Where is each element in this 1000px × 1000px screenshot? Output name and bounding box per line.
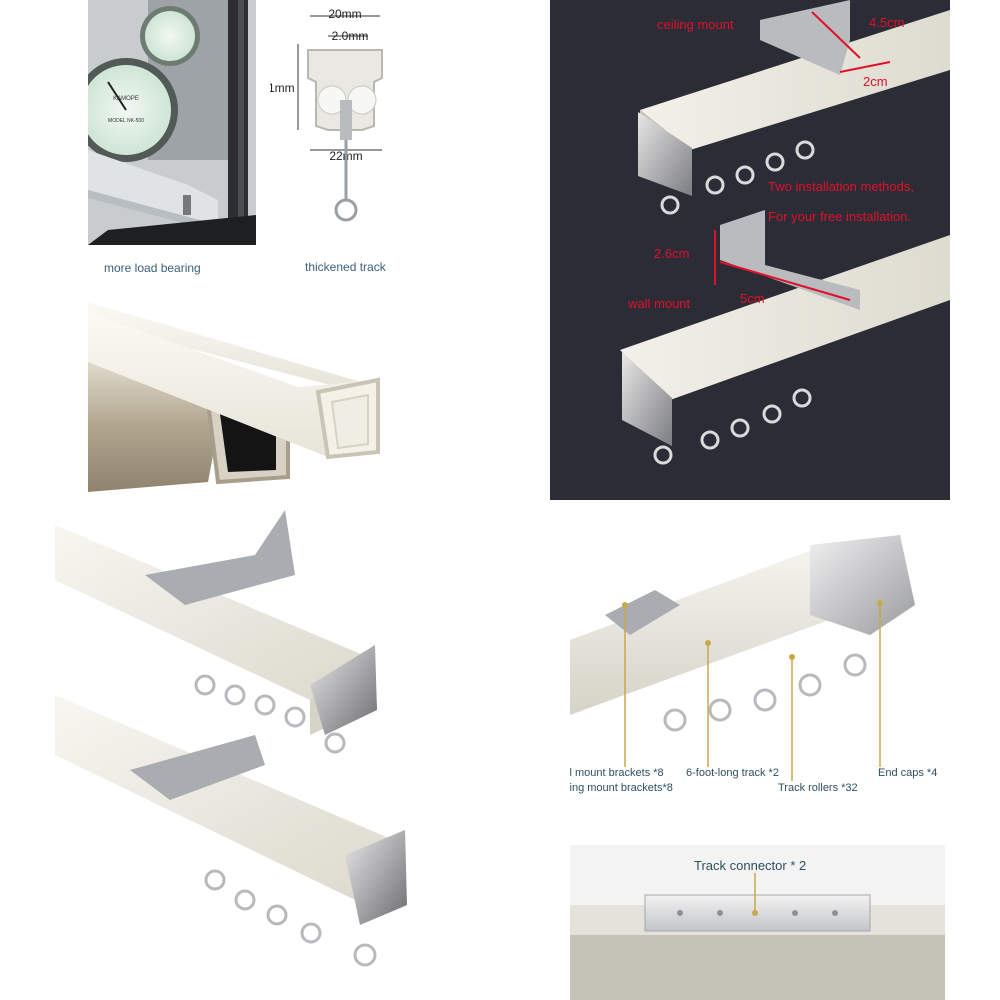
ceiling-mount-label: ceiling mount xyxy=(657,17,734,32)
label-6-foot-track: 6-foot-long track *2 xyxy=(686,767,779,779)
label-track-rollers: Track rollers *32 xyxy=(778,782,858,794)
wall-mount-label: wall mount xyxy=(628,296,691,311)
package-contents-panel: wall mount brackets *8 ceiling mount bra… xyxy=(570,505,945,1000)
caption-thickened-track: thickened track xyxy=(305,260,386,274)
contents-illustration xyxy=(570,535,945,1000)
dim-height-label: 21mm xyxy=(270,81,295,95)
label-track-connector: Track connector * 2 xyxy=(694,858,807,873)
track-profile-photo xyxy=(88,292,410,500)
dim-thickness-label: 2.0mm xyxy=(332,29,369,43)
rails-with-brackets-photo xyxy=(55,505,415,1000)
dim-2cm-label: 2cm xyxy=(863,74,888,89)
track-installation-illustration xyxy=(620,0,950,465)
installation-methods-line1: Two installation methods, xyxy=(768,179,914,194)
caption-more-load-bearing: more load bearing xyxy=(104,261,201,275)
load-bearing-panel: KAMOPE MODEL NK-500 20mm 2.0mm 21mm 22mm… xyxy=(88,0,410,292)
label-end-caps: End caps *4 xyxy=(878,767,938,779)
dim-2-6cm-label: 2.6cm xyxy=(654,246,690,261)
installation-methods-line2: For your free installation. xyxy=(768,209,912,224)
installation-methods-panel: ceiling mount 4.5cm 2cm Two installation… xyxy=(550,0,950,500)
label-wall-mount-brackets: wall mount brackets *8 xyxy=(570,767,664,779)
label-ceiling-mount-brackets: ceiling mount brackets*8 xyxy=(570,782,673,794)
force-gauge-photo: KAMOPE MODEL NK-500 xyxy=(88,0,256,245)
dim-5cm-label: 5cm xyxy=(740,291,765,306)
gauge-model: MODEL NK-500 xyxy=(108,118,144,124)
dim-width-label: 20mm xyxy=(328,7,361,21)
gauge-brand: KAMOPE xyxy=(113,96,139,102)
track-cross-section-diagram: 20mm 2.0mm 21mm 22mm xyxy=(270,7,383,222)
dim-4-5cm-label: 4.5cm xyxy=(869,15,905,30)
